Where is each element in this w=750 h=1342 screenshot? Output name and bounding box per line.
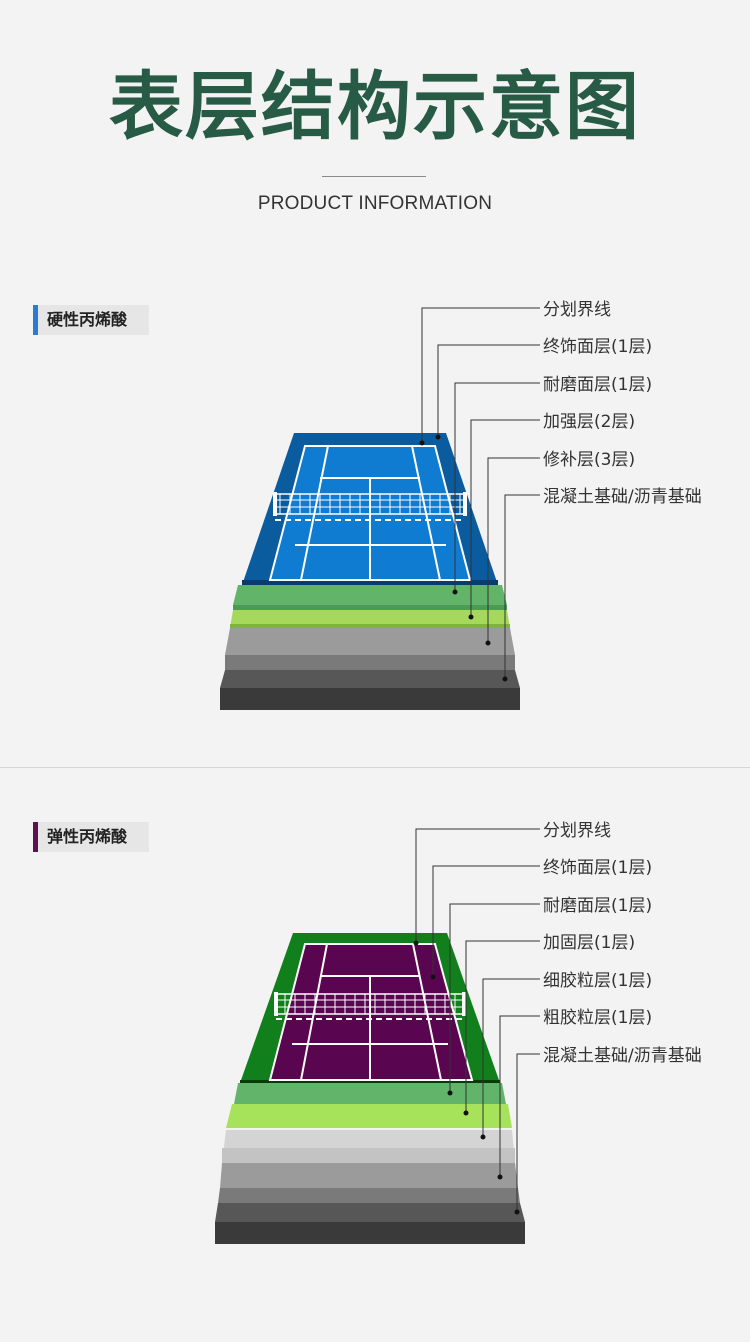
layer-label: 耐磨面层(1层) (543, 375, 652, 395)
layer-label: 混凝土基础/沥青基础 (543, 1046, 702, 1066)
layer-label: 修补层(3层) (543, 450, 635, 470)
layer-label: 分划界线 (543, 821, 611, 841)
leader-lines (421, 307, 540, 679)
layer-label: 终饰面层(1层) (543, 337, 652, 357)
court-boundary-lines (268, 943, 474, 1081)
coarse-granule-layer (220, 1163, 518, 1188)
wear-layer (233, 585, 507, 610)
layer-label: 终饰面层(1层) (543, 858, 652, 878)
title-divider (322, 176, 426, 177)
layer-label: 加固层(1层) (543, 933, 635, 953)
section-divider (0, 767, 750, 768)
elastic-acrylic-diagram: 分划界线 终饰面层(1层) 耐磨面层(1层) 加固层(1层) 细胶粒层(1层) … (215, 821, 702, 1244)
layer-label: 粗胶粒层(1层) (543, 1008, 652, 1028)
concrete-base-layer (215, 1188, 525, 1244)
layer-label: 耐磨面层(1层) (543, 896, 652, 916)
tennis-net (273, 492, 467, 521)
layer-label: 加强层(2层) (543, 412, 635, 432)
wear-layer (234, 1083, 506, 1104)
leader-dots (419, 434, 508, 682)
layer-label: 混凝土基础/沥青基础 (543, 487, 702, 507)
section-tag-elastic-acrylic: 弹性丙烯酸 (33, 822, 149, 852)
leader-lines (415, 828, 540, 1212)
reinforcement-layer (226, 1104, 512, 1128)
layer-label: 分划界线 (543, 300, 611, 320)
reinforcement-layer (230, 610, 510, 628)
concrete-base-layer (220, 655, 520, 710)
hard-acrylic-diagram: 分划界线 终饰面层(1层) 耐磨面层(1层) 加强层(2层) 修补层(3层) 混… (220, 300, 702, 710)
page-subtitle: PRODUCT INFORMATION (257, 193, 493, 214)
layer-label: 细胶粒层(1层) (543, 971, 652, 991)
section-tag-hard-acrylic: 硬性丙烯酸 (33, 305, 149, 335)
leader-dots (413, 940, 520, 1215)
page-title: 表层结构示意图 (109, 64, 641, 150)
repair-layer (225, 628, 515, 655)
fine-granule-layer (222, 1130, 515, 1163)
tennis-net (274, 992, 466, 1020)
